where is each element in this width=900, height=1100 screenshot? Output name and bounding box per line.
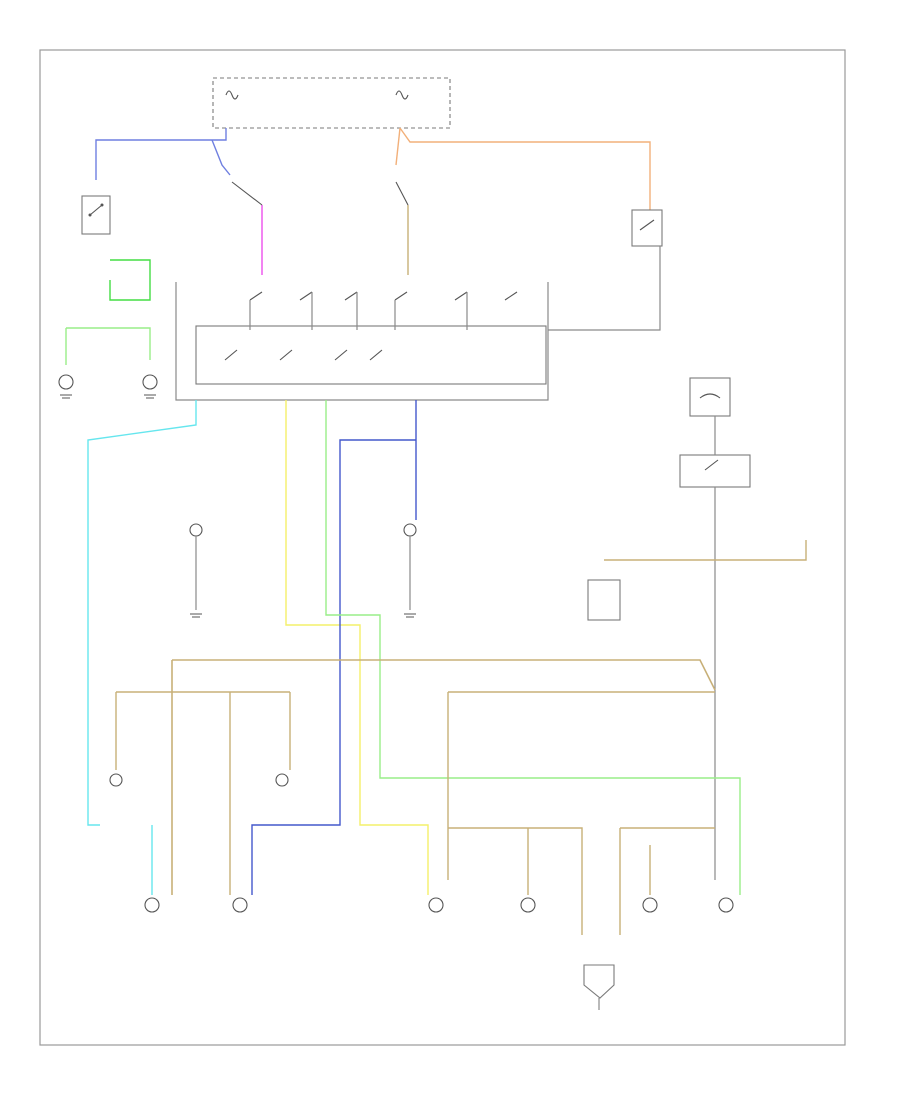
wire-tan-right <box>604 540 807 561</box>
wire-green-long <box>325 400 741 895</box>
rear-lamps <box>144 897 734 913</box>
trailer-connector <box>583 964 615 1010</box>
lamp-right-front <box>142 374 158 390</box>
lamp-left-front <box>58 374 74 390</box>
wire-tan-bus-right <box>447 692 715 935</box>
brake-switch <box>548 209 663 331</box>
hazard-switch <box>81 195 111 235</box>
lamp-left-marker <box>109 773 123 787</box>
wire-tan-bus-lower <box>115 691 715 895</box>
wire-cyan <box>87 400 197 895</box>
wire-yellow <box>285 400 429 895</box>
bulb-left-turn-indicator <box>189 523 203 537</box>
fuse-block-top <box>212 77 451 129</box>
connector-right <box>587 579 621 621</box>
wire-orange-drop <box>395 127 401 166</box>
wire-blue-top <box>95 128 227 180</box>
bulb-right-turn-indicator <box>403 523 417 537</box>
wire-green-left <box>109 259 151 301</box>
wire-blue-top-drop <box>211 139 231 176</box>
turn-signal-switch <box>175 282 549 401</box>
wire-orange-top <box>399 127 651 210</box>
wire-light-green-left <box>65 327 151 365</box>
diagram-frame <box>39 49 846 1046</box>
hazard-flasher <box>679 377 751 880</box>
wire-tan-bus-upper <box>171 659 716 895</box>
lamp-right-marker <box>275 773 289 787</box>
wire-dark-blue <box>251 400 417 895</box>
